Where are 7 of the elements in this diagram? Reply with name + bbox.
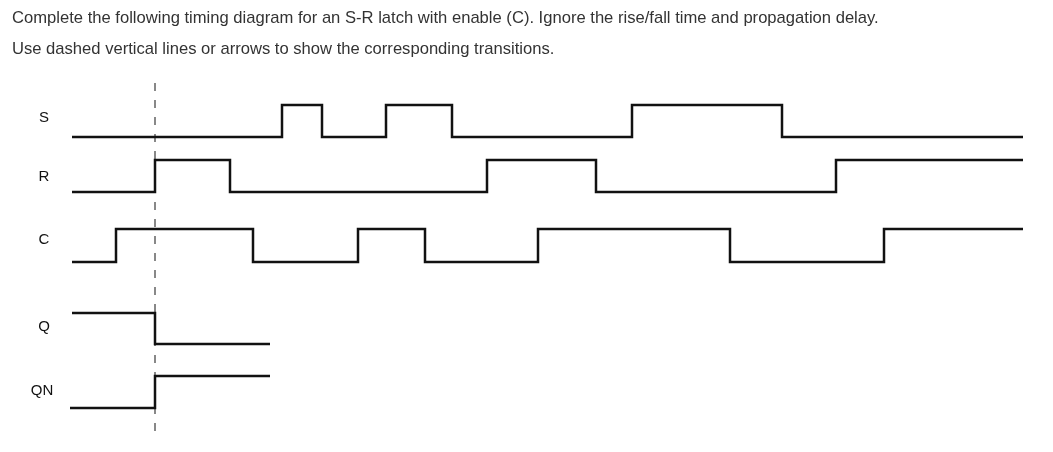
signal-label: R [37,167,51,184]
signal-label: S [38,108,50,125]
signal-label: QN [29,381,55,398]
signal-label: Q [37,317,51,334]
instruction-text: Complete the following timing diagram for an S-R latch with enable (C). Ignore the rise/fall time and propagation delay. [12,8,879,28]
signal-label: C [37,230,51,247]
instruction-text: Use dashed vertical lines or arrows to show the corresponding transitions. [12,39,555,59]
